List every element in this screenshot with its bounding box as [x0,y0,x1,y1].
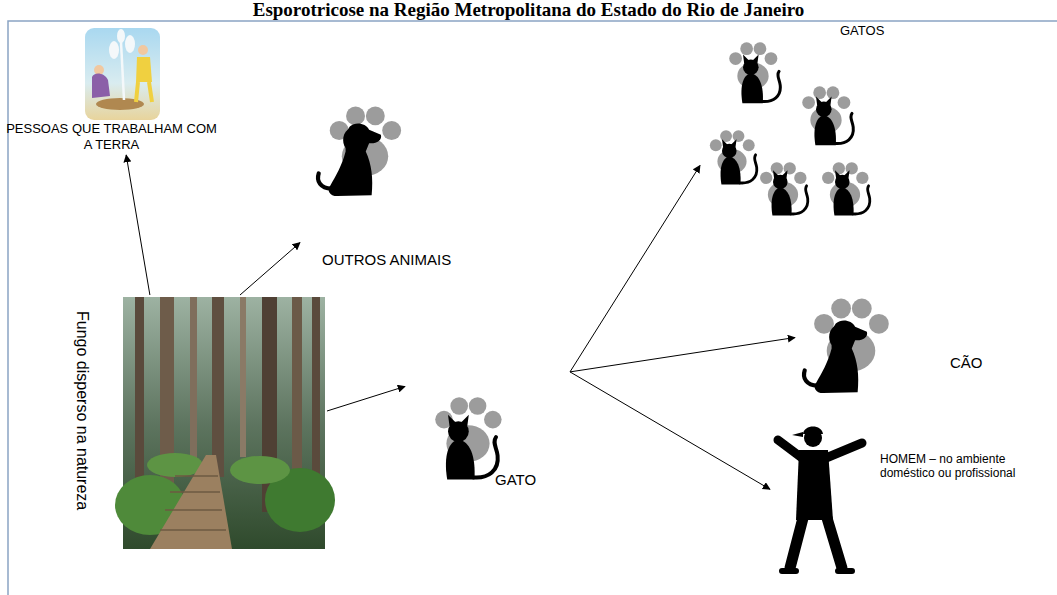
animal-group-node: GATOS [700,20,886,225]
node-label: OUTROS ANIMAIS [322,251,451,269]
arrow-connector [327,386,405,411]
arrow-connector [570,338,795,372]
arrow-connector [126,155,150,295]
diagram-title: Esporotricose na Região Metropolitana do… [0,0,1057,20]
animal-node: GATO [405,360,570,492]
node-label: CÃO [950,354,983,372]
node-label: HOMEM – no ambiente doméstico ou profiss… [880,452,1052,481]
arrow-connector [570,166,700,372]
vertical-label: Fungo disperso na natureza [73,311,92,510]
source-picture: Fungo disperso na natureza [65,295,327,585]
node-label: PESSOAS QUE TRABALHAM COM A TERRA [4,121,219,152]
arrow-connector [240,243,300,295]
arrow-connector [570,372,770,489]
animal-node: OUTROS ANIMAIS [300,95,475,275]
person-node: HOMEM – no ambiente doméstico ou profiss… [770,415,1054,580]
illustrated-node: PESSOAS QUE TRABALHAM COM A TERRA [4,25,221,155]
node-label: GATO [495,471,536,489]
node-label: GATOS [840,23,884,39]
animal-node: CÃO [795,290,1000,415]
